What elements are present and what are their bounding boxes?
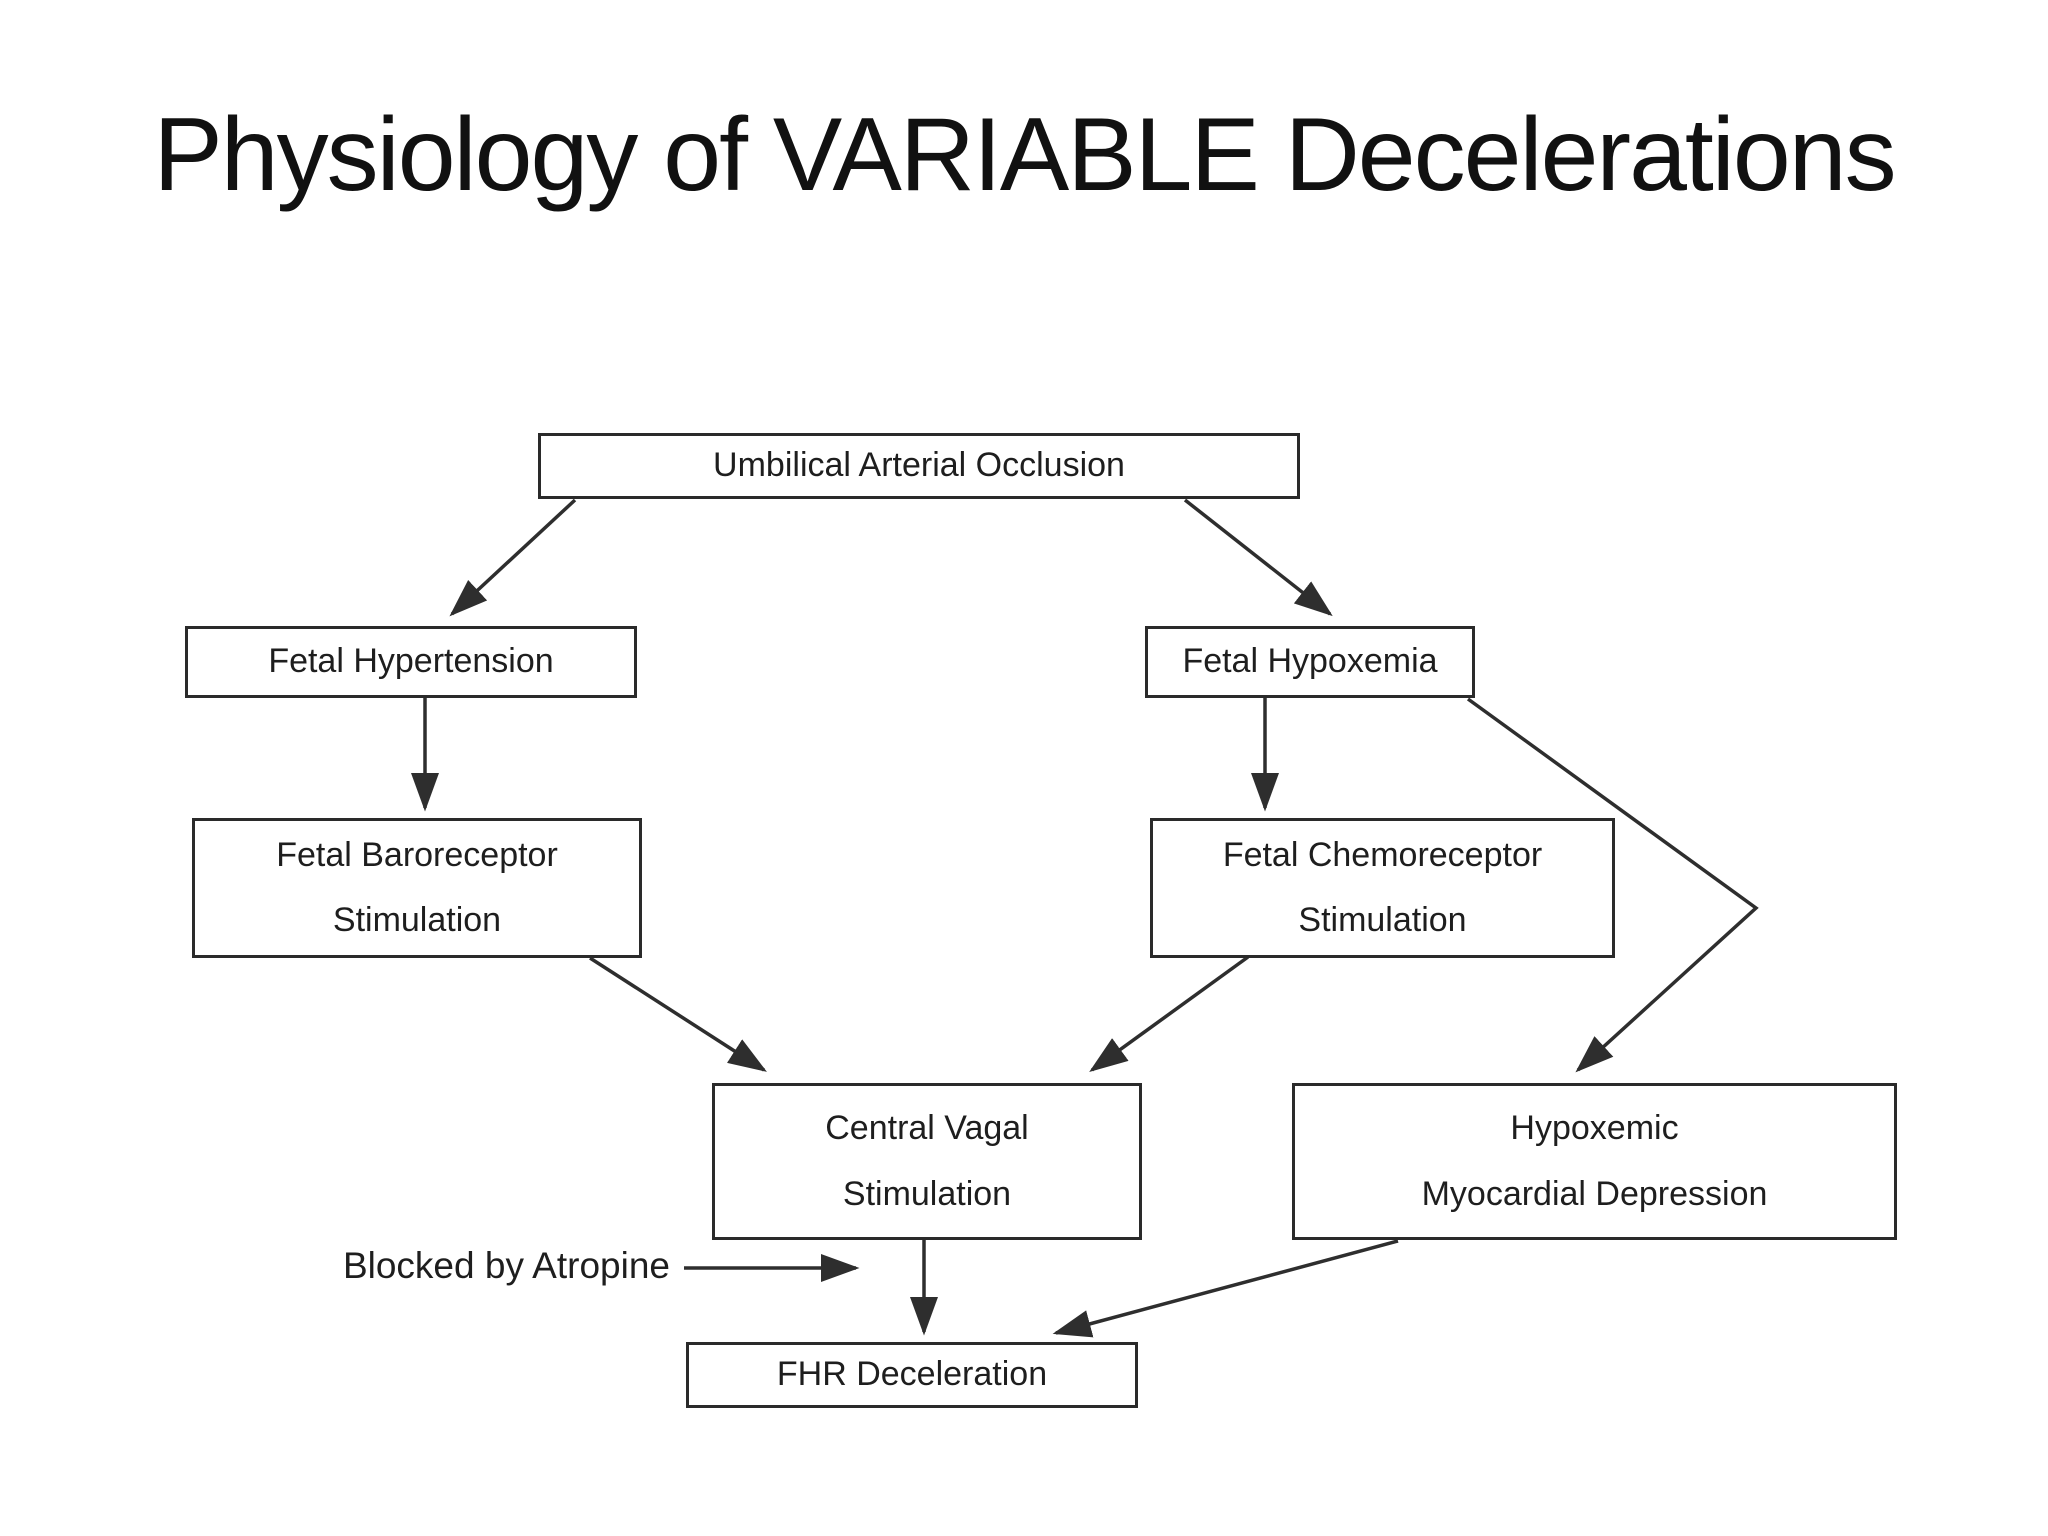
node-label-line2: Myocardial Depression	[1421, 1174, 1768, 1213]
node-fetal-chemoreceptor-stimulation: Fetal Chemoreceptor Stimulation	[1150, 818, 1615, 958]
node-label-line1: Central Vagal	[825, 1109, 1029, 1148]
edge-occlusion-to-hypertension	[449, 498, 577, 617]
node-label: Umbilical Arterial Occlusion	[713, 446, 1125, 485]
node-fetal-baroreceptor-stimulation: Fetal Baroreceptor Stimulation	[192, 818, 642, 958]
node-hypoxemic-myocardial-depression: Hypoxemic Myocardial Depression	[1292, 1083, 1897, 1240]
node-label: Fetal Hypertension	[268, 642, 554, 681]
node-label: FHR Deceleration	[776, 1355, 1048, 1394]
node-fetal-hypoxemia: Fetal Hypoxemia	[1145, 626, 1475, 698]
node-label-line1: Fetal Baroreceptor	[276, 835, 558, 874]
node-label-line1: Fetal Chemoreceptor	[1222, 835, 1543, 874]
edge-hypoxemia-to-myocardial	[1466, 697, 1759, 1073]
node-label-line2: Stimulation	[842, 1174, 1012, 1213]
edge-occlusion-to-hypoxemia	[1183, 498, 1333, 617]
node-fetal-hypertension: Fetal Hypertension	[185, 626, 637, 698]
node-label-line1: Hypoxemic	[1510, 1109, 1679, 1148]
annotation-blocked-by-atropine: Blocked by Atropine	[342, 1245, 670, 1286]
node-fhr-deceleration: FHR Deceleration	[686, 1342, 1138, 1408]
node-label-line2: Stimulation	[1298, 901, 1467, 939]
node-central-vagal-stimulation: Central Vagal Stimulation	[712, 1083, 1142, 1240]
slide-title: Physiology of VARIABLE Decelerations	[153, 97, 1896, 213]
edge-chemoreceptor-to-vagal	[1089, 955, 1250, 1073]
edge-baroreceptor-to-vagal	[589, 956, 767, 1072]
node-label: Fetal Hypoxemia	[1182, 642, 1438, 681]
node-umbilical-arterial-occlusion: Umbilical Arterial Occlusion	[538, 433, 1300, 499]
node-label-line2: Stimulation	[332, 901, 502, 939]
edge-myocardial-to-fhr	[1052, 1239, 1399, 1338]
